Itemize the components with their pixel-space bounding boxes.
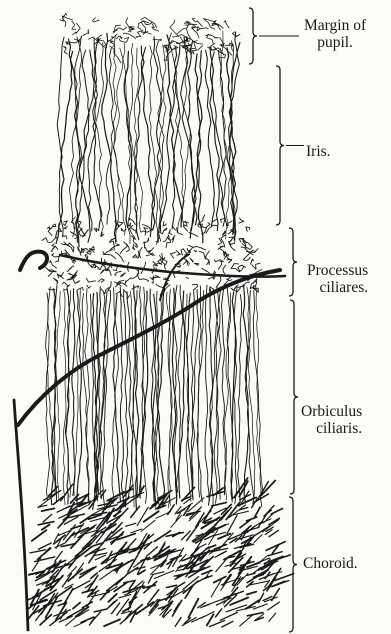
left-edge-vessel [14,400,28,630]
label-processus-ciliares: Processus ciliares. [307,262,368,296]
label-choroid: Choroid. [303,555,358,572]
blood-vessel-network [14,14,294,631]
label-iris: Iris. [306,143,331,160]
left-hook-vessel [20,252,47,270]
label-orbiculus-ciliaris: Orbiculus ciliaris. [301,403,362,437]
label-margin-of-pupil: Margin of pupil. [304,17,366,51]
